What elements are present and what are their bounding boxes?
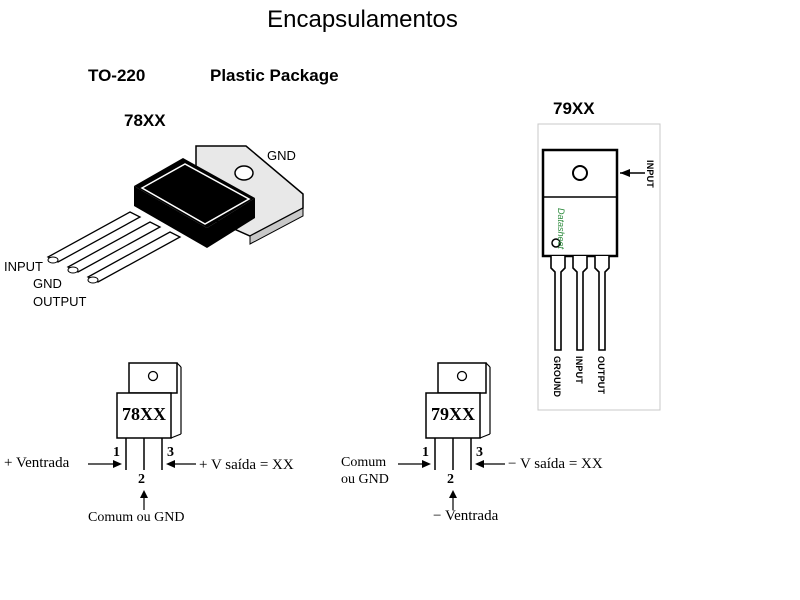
schem79-pin-1: 1 — [422, 445, 429, 460]
schem78-pin-1: 1 — [113, 445, 120, 460]
schem79-label: 79XX — [431, 404, 475, 424]
schem78-label: 78XX — [122, 404, 166, 424]
schem78-pin-3: 3 — [167, 445, 174, 460]
tab-label-gnd: GND — [267, 148, 296, 163]
schem79-pin-3: 3 — [476, 445, 483, 460]
pin-label-output: OUTPUT — [33, 294, 87, 309]
photo-side-label-input: INPUT — [645, 160, 655, 188]
pin-label-input: INPUT — [4, 259, 43, 274]
schem79-left-label-line1: Comum — [341, 455, 387, 470]
part-79xx-heading: 79XX — [553, 99, 595, 118]
schem78-drawing — [88, 362, 196, 510]
tab-hole — [572, 165, 588, 181]
to220-3d-drawing — [46, 145, 304, 284]
schem78-pin-2: 2 — [138, 472, 145, 487]
schem78-left-label: + Ventrada — [4, 455, 70, 471]
schem79-right-label: − V saída = XX — [508, 456, 603, 472]
tab-hole — [234, 165, 254, 181]
pin-label-gnd: GND — [33, 276, 62, 291]
photo-pin-label-ground: GROUND — [552, 356, 562, 398]
photo-pin-label-output: OUTPUT — [596, 356, 606, 395]
package-type: Plastic Package — [210, 66, 339, 85]
watermark: Datasheet — [556, 208, 566, 250]
package-name: TO-220 — [88, 66, 146, 85]
photo-pin-label-input: INPUT — [574, 356, 584, 384]
photo79-drawing — [537, 123, 661, 411]
schem79-drawing — [398, 362, 505, 510]
schem78-bottom-label: Comum ou GND — [88, 510, 185, 525]
schem79-bottom-label: − Ventrada — [433, 508, 499, 524]
schem79-left-label-line2: ou GND — [341, 472, 389, 487]
schem79-pin-2: 2 — [447, 472, 454, 487]
part-78xx-heading: 78XX — [124, 111, 166, 130]
page-title: Encapsulamentos — [267, 6, 458, 33]
schem78-right-label: + V saída = XX — [199, 457, 294, 473]
